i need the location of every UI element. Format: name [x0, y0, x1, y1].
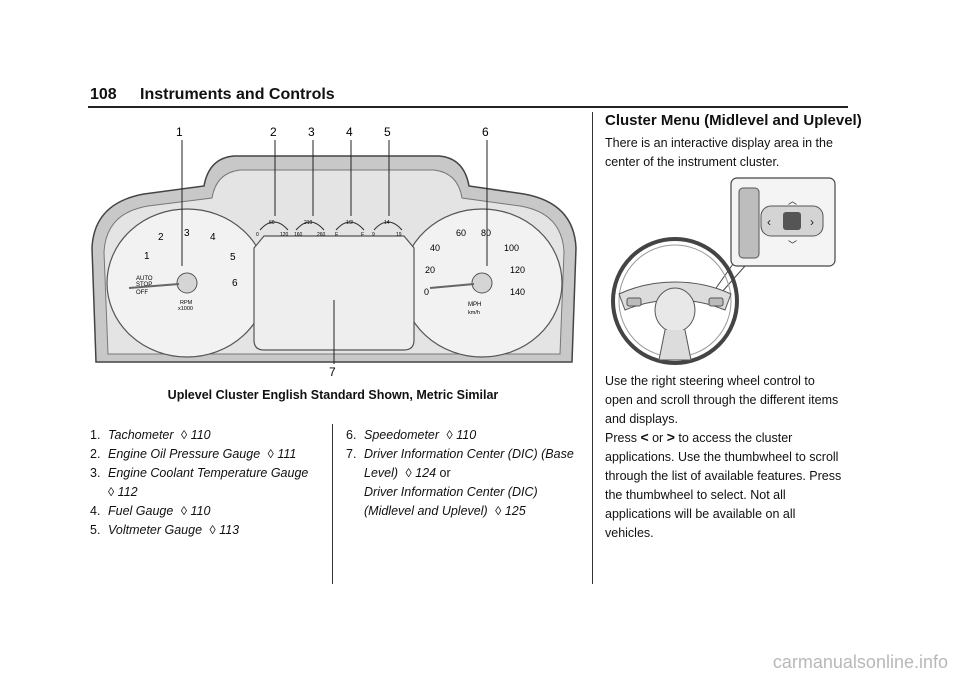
section-title: Cluster Menu (Midlevel and Uplevel) [605, 112, 862, 129]
mph-label: MPH [468, 302, 481, 308]
svg-text:160: 160 [294, 232, 303, 238]
callout-5: 5 [384, 125, 391, 139]
stop-label: STOP [136, 282, 152, 288]
svg-text:9: 9 [372, 232, 375, 238]
page-ref-icon: ◊ [181, 428, 188, 442]
page-ref-icon: ◊ [446, 428, 453, 442]
watermark: carmanualsonline.info [772, 652, 948, 672]
legend-link[interactable]: Speedometer [364, 428, 440, 442]
steering-wheel-rim [611, 237, 739, 365]
coolant-temperature-gauge: 210 160 260 [294, 220, 326, 238]
chevron-left-icon: ‹ [767, 215, 771, 229]
chevron-down-icon: ﹀ [788, 240, 797, 250]
speed-tick-120: 120 [510, 265, 525, 275]
column-divider [332, 424, 333, 584]
legend-link[interactable]: Tachometer [108, 428, 174, 442]
tach-tick-4: 4 [210, 232, 216, 243]
instrument-cluster-illustration: 1 2 3 4 5 6 AUTO STOP OFF RPM x1000 0 20… [91, 125, 577, 378]
tach-tick-1: 1 [144, 251, 150, 262]
tach-needle [128, 283, 180, 289]
legend-link[interactable]: Engine Oil Pressure Gauge [108, 447, 261, 461]
page-ref-icon: ◊ [495, 504, 502, 518]
legend-item: 7. Driver Information Center (DIC) (Base… [346, 447, 574, 518]
paragraph: Use the right steering wheel control to … [605, 374, 839, 426]
page-ref-icon: ◊ [405, 466, 412, 480]
svg-text:1/2: 1/2 [346, 220, 353, 226]
page-ref-icon: ◊ [267, 447, 274, 461]
svg-text:0: 0 [256, 232, 259, 238]
chevron-left-icon: < [640, 429, 649, 445]
page-ref-icon: ◊ [108, 485, 115, 499]
callout-4: 4 [346, 125, 353, 139]
paragraph: There is an interactive display area in … [605, 136, 833, 169]
legend-link[interactable]: Voltmeter Gauge [108, 523, 203, 537]
legend-item: 2. Engine Oil Pressure Gauge ◊ 111 [90, 447, 297, 461]
auto-label: AUTO [136, 276, 153, 282]
rpm-multiplier: x1000 [178, 306, 193, 312]
legend-item: 5. Voltmeter Gauge ◊ 113 [90, 523, 240, 537]
svg-text:E: E [335, 232, 339, 238]
figure-caption: Uplevel Cluster English Standard Shown, … [167, 388, 499, 402]
speed-tick-0: 0 [424, 287, 429, 297]
svg-text:14: 14 [384, 220, 390, 226]
legend-item: 4. Fuel Gauge ◊ 110 [90, 504, 211, 518]
page-ref-icon: ◊ [180, 504, 187, 518]
chevron-right-icon: > [666, 429, 675, 445]
svg-text:F: F [361, 232, 364, 238]
kmh-label: km/h [468, 310, 480, 316]
steering-hub [654, 287, 696, 333]
callout-1: 1 [176, 125, 183, 139]
legend-link[interactable]: Driver Information Center (DIC) (Midleve… [364, 485, 538, 518]
tach-tick-3: 3 [184, 228, 190, 239]
legend-link[interactable]: Engine Coolant Temperature Gauge [108, 466, 309, 480]
tach-tick-6: 6 [232, 278, 238, 289]
callout-3: 3 [308, 125, 315, 139]
dic-display [253, 235, 415, 351]
legend-link[interactable]: Driver Information Center (DIC) (Base Le… [364, 447, 574, 480]
oil-pressure-gauge: 60 0 120 [256, 220, 289, 238]
speed-tick-80: 80 [481, 228, 491, 238]
tach-hub [176, 272, 198, 294]
callout-6: 6 [482, 125, 489, 139]
chevron-up-icon: ︿ [788, 196, 797, 206]
legend-item: 3. Engine Coolant Temperature Gauge ◊ 11… [90, 466, 309, 499]
legend-link[interactable]: Fuel Gauge [108, 504, 174, 518]
page-ref-icon: ◊ [209, 523, 216, 537]
tach-tick-5: 5 [230, 252, 236, 263]
header-rule [88, 106, 848, 108]
page-header-title: Instruments and Controls [140, 86, 335, 103]
legend-column-1: 1. Tachometer ◊ 110 2. Engine Oil Pressu… [90, 426, 320, 540]
off-label: OFF [136, 290, 148, 296]
callout-7: 7 [329, 365, 336, 378]
speed-tick-60: 60 [456, 228, 466, 238]
svg-text:120: 120 [280, 232, 289, 238]
chevron-right-icon: › [810, 215, 814, 229]
voltmeter-gauge: 14 9 19 [372, 220, 403, 238]
legend-column-2: 6. Speedometer ◊ 110 7. Driver Informati… [346, 426, 576, 521]
speed-tick-20: 20 [425, 265, 435, 275]
rpm-label: RPM [180, 300, 193, 306]
steering-wheel-illustration: ‹ › ︿ ﹀ [611, 177, 836, 365]
speed-tick-100: 100 [504, 243, 519, 253]
legend-item: 1. Tachometer ◊ 110 [90, 428, 211, 442]
speed-tick-140: 140 [510, 287, 525, 297]
speed-tick-40: 40 [430, 243, 440, 253]
fuel-gauge: 1/2 E F [335, 220, 365, 238]
svg-text:60: 60 [269, 220, 275, 226]
page-number: 108 [90, 86, 117, 103]
paragraph: Press < or > to access the cluster appli… [605, 429, 842, 540]
svg-text:260: 260 [317, 232, 326, 238]
thumbwheel [783, 212, 801, 230]
speedo-needle [429, 283, 475, 289]
svg-text:210: 210 [304, 220, 313, 226]
callout-2: 2 [270, 125, 277, 139]
tach-tick-2: 2 [158, 232, 164, 243]
svg-text:19: 19 [396, 232, 402, 238]
speedo-hub [471, 272, 493, 294]
legend-item: 6. Speedometer ◊ 110 [346, 428, 477, 442]
column-divider [592, 112, 593, 584]
